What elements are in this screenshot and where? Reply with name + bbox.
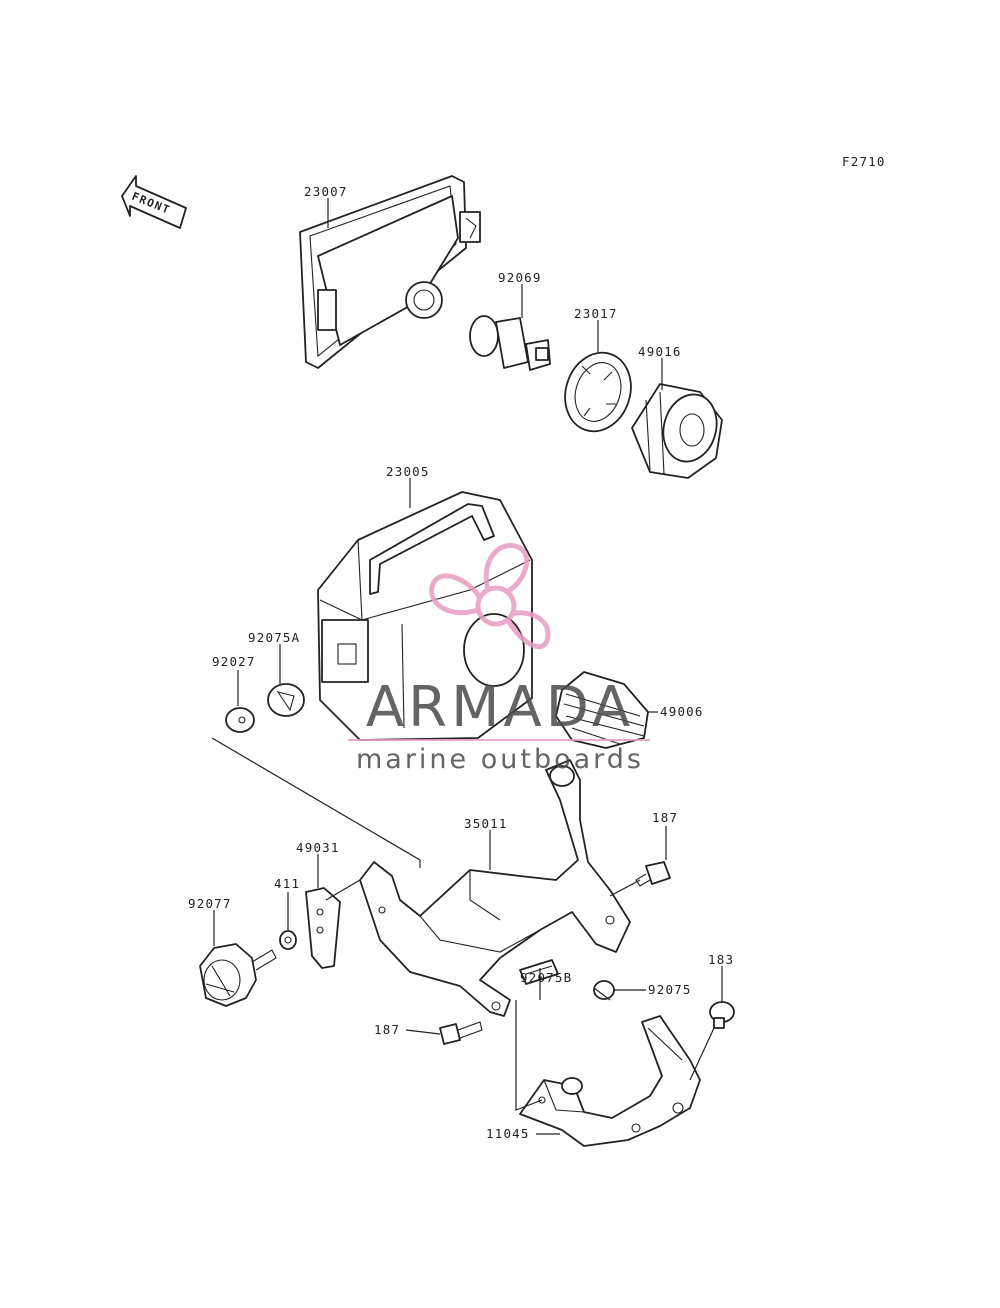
headlight-unit-part	[299, 175, 481, 369]
callout-411: 411	[274, 876, 300, 891]
callout-187-lower: 187	[374, 1022, 400, 1037]
callout-92069: 92069	[498, 270, 542, 285]
leader-lines	[211, 198, 723, 1135]
callout-23017: 23017	[574, 306, 618, 321]
watermark-tagline: marine outboards	[356, 744, 644, 775]
screw-183-part	[709, 1001, 735, 1029]
grommet-92075a-part	[267, 683, 305, 717]
callout-23007: 23007	[304, 184, 348, 199]
watermark-brand: ARMADA	[366, 675, 634, 740]
callout-49016: 49016	[638, 344, 682, 359]
bolt-187-lower-part	[439, 1021, 483, 1045]
clip-92075b-part	[519, 959, 559, 985]
front-arrow-icon: FRONT	[121, 175, 187, 229]
mount-bracket-part	[359, 759, 631, 1017]
callout-92075a: 92075A	[248, 630, 300, 645]
callout-labels: 23007 92069 23017 49016 23005 92075A 920…	[188, 184, 734, 1141]
callout-92077: 92077	[188, 896, 232, 911]
callout-35011: 35011	[464, 816, 508, 831]
washer-92027-part	[225, 707, 255, 733]
callout-187-upper: 187	[652, 810, 678, 825]
callout-92027: 92027	[212, 654, 256, 669]
rubber-boot-part	[631, 383, 723, 479]
callout-23005: 23005	[386, 464, 430, 479]
washer-411-part	[279, 930, 297, 950]
callout-49031: 49031	[296, 840, 340, 855]
adjuster-knob-part	[199, 943, 277, 1007]
callout-11045: 11045	[486, 1126, 530, 1141]
lower-bracket-part	[519, 1015, 701, 1147]
bolt-187-upper-part	[635, 861, 671, 887]
watermark: ARMADA marine outboards	[348, 543, 650, 775]
ref-code: F2710	[842, 154, 886, 169]
callout-92075b: 92075B	[520, 970, 572, 985]
retaining-ring-part	[564, 351, 632, 433]
callout-183: 183	[708, 952, 734, 967]
propeller-logo-icon	[429, 543, 551, 649]
callout-49006: 49006	[660, 704, 704, 719]
callout-92075: 92075	[648, 982, 692, 997]
wiring-grommet-part	[555, 671, 649, 749]
bulb-part	[469, 315, 551, 371]
headlight-housing-part	[317, 491, 533, 741]
plate-49031-part	[305, 887, 341, 969]
